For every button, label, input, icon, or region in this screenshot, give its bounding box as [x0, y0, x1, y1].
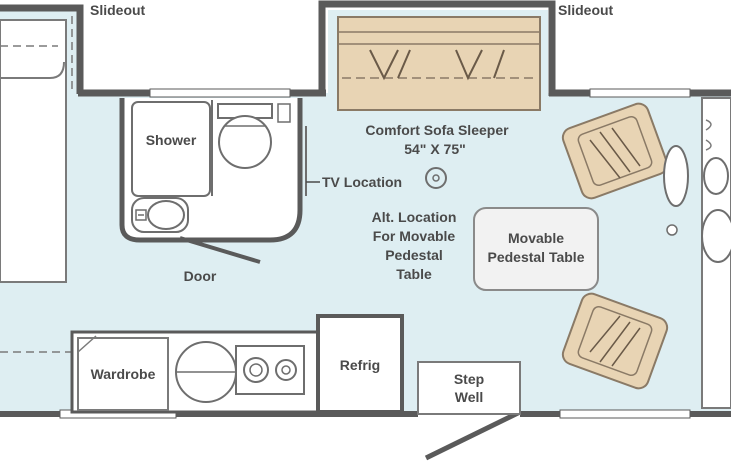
- wall-slideout-left: [0, 4, 84, 94]
- dash-curve: [705, 119, 712, 151]
- shower-stall: [131, 101, 211, 197]
- door-label: Door: [184, 268, 217, 284]
- entry-door: [424, 409, 522, 461]
- movable-pedestal-table: [473, 207, 599, 291]
- tv-location-label: TV Location: [322, 174, 402, 190]
- sofa-leg-1: [369, 49, 399, 81]
- alt-location-label-4: Table: [396, 266, 432, 282]
- sofa-sleeper: [337, 16, 541, 111]
- pedestal-mount-icon: [425, 167, 447, 189]
- sofa-sleeper-label: Comfort Sofa Sleeper: [365, 122, 509, 138]
- two-burner-stove-icon: [235, 345, 305, 395]
- passenger-console: [701, 209, 731, 263]
- gear-shift-knob: [666, 224, 678, 236]
- entry-door-inner: [429, 408, 517, 452]
- step-well-label-2: Well: [455, 389, 484, 405]
- slideout-left-label: Slideout: [90, 2, 146, 18]
- pedestal-table-label-1: Movable: [508, 230, 564, 246]
- pedestal-table-label-2: Pedestal Table: [487, 249, 584, 265]
- wall-slideout-center: [318, 0, 556, 96]
- alt-location-label-1: Alt. Location: [372, 209, 457, 225]
- alt-location-label-2: For Movable: [373, 228, 456, 244]
- alt-location-label-3: Pedestal: [385, 247, 443, 263]
- step-well-label-1: Step: [454, 371, 484, 387]
- window-top-2: [589, 88, 691, 98]
- step-well: [417, 361, 521, 415]
- sofa-leg-3: [455, 49, 483, 81]
- armchair-icon: [561, 102, 669, 200]
- bed-pillow-line: [0, 61, 65, 79]
- bath-corner-fixture: [277, 103, 291, 123]
- sofa-leg-4: [493, 49, 505, 79]
- steering-wheel-icon: [663, 145, 689, 207]
- sofa-sleeper-size-label: 54" X 75": [404, 141, 466, 157]
- shower-label: Shower: [146, 132, 197, 148]
- window-bottom-2: [559, 409, 691, 419]
- wardrobe: [77, 337, 169, 411]
- slideout-right-label: Slideout: [558, 2, 614, 18]
- kitchen-sink-icon: [175, 341, 237, 403]
- window-top-1: [149, 88, 291, 98]
- wardrobe-label: Wardrobe: [91, 366, 156, 382]
- refrig-label: Refrig: [340, 357, 380, 373]
- bathroom-door: [179, 236, 261, 264]
- bed: [0, 19, 67, 283]
- armchair-icon: [561, 292, 669, 390]
- refrigerator: [316, 314, 404, 414]
- toilet-icon: [217, 103, 273, 169]
- steering-column: [703, 157, 729, 195]
- wardrobe-diagonal: [77, 335, 97, 353]
- sofa-leg-2: [397, 49, 411, 79]
- bathroom-sink-icon: [131, 197, 189, 233]
